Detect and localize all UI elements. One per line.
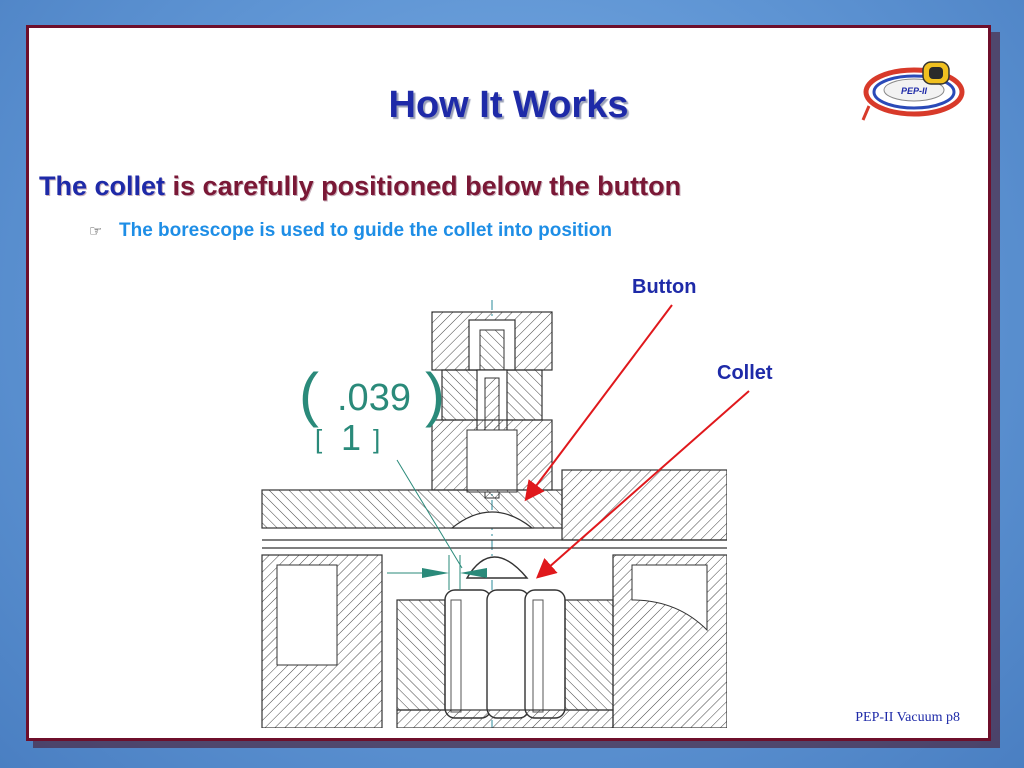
dimension-value: .039 [337, 377, 411, 419]
callout-button-label: Button [632, 276, 697, 298]
collet-finger [486, 589, 530, 719]
dimension-annotation: .039 ( ) [ 1 ] [299, 361, 487, 590]
slide-title: How It Works [388, 84, 629, 126]
svg-text:]: ] [373, 424, 380, 454]
svg-text:[: [ [315, 424, 323, 454]
collet-finger [524, 589, 566, 719]
dimension-ref: 1 [341, 417, 361, 458]
pointing-hand-icon: ☞ [89, 223, 103, 240]
bullet-text: The borescope is used to guide the colle… [119, 220, 612, 241]
bullet-item: ☞ The borescope is used to guide the coll… [89, 220, 612, 242]
technical-drawing: .039 ( ) [ 1 ] [261, 300, 727, 728]
heading-rest: is carefully positioned below the button [165, 171, 682, 201]
logo-text: PEP-II [901, 86, 928, 96]
svg-text:): ) [425, 361, 445, 428]
slide-footer: PEP-II Vacuum p8 [855, 710, 960, 725]
heading-emphasis: The collet [39, 171, 166, 201]
svg-text:(: ( [299, 361, 319, 428]
slide: PEP-II How It Works The collet is carefu… [26, 25, 991, 741]
pep-ii-logo: PEP-II [861, 61, 965, 121]
slide-heading: The collet is carefully positioned below… [39, 171, 681, 202]
callout-collet-label: Collet [717, 362, 773, 384]
